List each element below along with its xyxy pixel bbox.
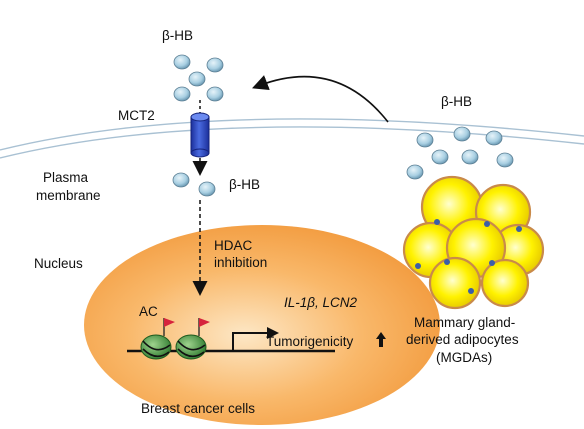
up-arrow-icon (376, 332, 386, 347)
bhb-molecules-top (173, 54, 224, 102)
bhb-molecules-right (406, 126, 514, 180)
label-bhb-right: β-HB (441, 94, 472, 109)
label-genes: IL-1β, LCN2 (284, 295, 357, 310)
label-nucleus: Nucleus (34, 256, 83, 271)
transporter-channel-icon (190, 112, 210, 158)
flag-icon (163, 318, 210, 336)
label-hdac-2: inhibition (214, 255, 267, 270)
curved-arrow-release (252, 75, 389, 123)
label-bhb-top: β-HB (162, 28, 193, 43)
nucleus-body (84, 225, 440, 425)
label-plasma-membrane-1: Plasma (43, 170, 89, 185)
label-breast-cancer-cells: Breast cancer cells (141, 401, 255, 416)
label-mct2: MCT2 (118, 108, 155, 123)
label-mgda-2: derived adipocytes (406, 332, 519, 347)
bhb-molecules-mid (172, 172, 216, 197)
label-tumorigenicity: Tumorigenicity (266, 334, 354, 349)
label-ac: AC (139, 304, 158, 319)
label-hdac-1: HDAC (214, 238, 253, 253)
plasma-membrane (0, 118, 584, 159)
label-bhb-mid: β-HB (229, 177, 260, 192)
adipocyte-cluster (402, 175, 545, 310)
label-mgda-3: (MGDAs) (436, 350, 492, 365)
label-mgda-1: Mammary gland- (414, 315, 515, 330)
nucleosome-icon (140, 334, 207, 360)
label-plasma-membrane-2: membrane (36, 188, 101, 203)
